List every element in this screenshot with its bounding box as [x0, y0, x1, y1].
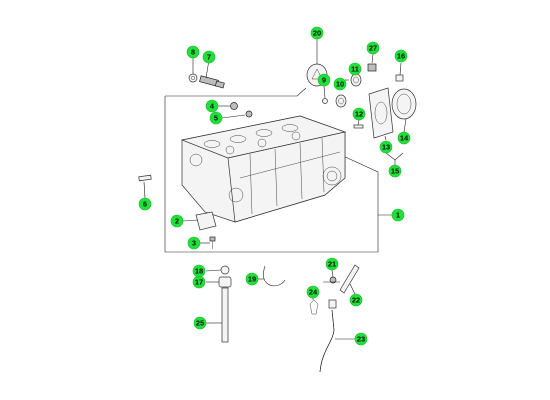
svg-text:19: 19	[248, 275, 256, 284]
callout-2[interactable]: 2	[170, 214, 184, 228]
svg-text:23: 23	[357, 335, 365, 344]
svg-text:2: 2	[175, 217, 179, 226]
callout-9[interactable]: 9	[317, 73, 331, 87]
cup-part-10	[335, 94, 347, 108]
callout-13[interactable]: 13	[379, 140, 393, 154]
svg-text:12: 12	[355, 110, 363, 119]
svg-text:16: 16	[397, 52, 405, 61]
fitting-part-5	[245, 110, 253, 118]
fitting-part-21	[323, 276, 340, 284]
svg-text:11: 11	[351, 65, 359, 74]
bolt-part-27	[367, 63, 377, 72]
callout-15[interactable]: 15	[388, 164, 402, 178]
callout-1[interactable]: 1	[391, 208, 405, 222]
callout-4[interactable]: 4	[205, 99, 219, 113]
svg-text:21: 21	[328, 260, 336, 269]
engine-block	[180, 115, 347, 223]
svg-text:15: 15	[391, 167, 399, 176]
hose-part-19	[263, 265, 286, 287]
svg-text:9: 9	[322, 76, 326, 85]
cup-part-11	[350, 73, 362, 87]
pipe-part-23	[319, 299, 337, 373]
svg-text:14: 14	[400, 134, 409, 143]
svg-text:27: 27	[369, 44, 377, 53]
bracket-part	[195, 211, 217, 231]
callout-21[interactable]: 21	[325, 257, 339, 271]
svg-text:17: 17	[195, 278, 203, 287]
callout-19[interactable]: 19	[245, 272, 259, 286]
callout-6[interactable]: 6	[138, 197, 152, 211]
sensor-part	[199, 75, 225, 89]
plug-part-9	[322, 98, 328, 104]
callout-23[interactable]: 23	[354, 332, 368, 346]
svg-text:4: 4	[210, 102, 215, 111]
plug-part-16	[395, 74, 404, 82]
dipstick-tube-part	[218, 265, 232, 343]
callout-14[interactable]: 14	[397, 131, 411, 145]
fitting-part-4	[230, 102, 238, 110]
callout-20[interactable]: 20	[310, 26, 324, 40]
callout-7[interactable]: 7	[202, 50, 216, 64]
svg-text:25: 25	[196, 319, 204, 328]
svg-text:10: 10	[336, 80, 344, 89]
svg-text:8: 8	[191, 48, 195, 57]
assembly-frame	[164, 87, 379, 253]
svg-text:13: 13	[382, 143, 390, 152]
svg-text:7: 7	[207, 53, 211, 62]
callout-27[interactable]: 27	[366, 41, 380, 55]
svg-text:6: 6	[143, 200, 147, 209]
clip-part-24	[309, 299, 319, 315]
callout-5[interactable]: 5	[209, 111, 223, 125]
callout-12[interactable]: 12	[352, 107, 366, 121]
callout-10[interactable]: 10	[333, 77, 347, 91]
svg-text:22: 22	[352, 296, 360, 305]
pipe-part-22	[339, 264, 360, 294]
bolt-part	[209, 236, 216, 249]
callout-3[interactable]: 3	[187, 236, 201, 250]
pin-part-12	[353, 124, 364, 129]
callout-18[interactable]: 18	[192, 264, 206, 278]
washer-part-8	[188, 73, 198, 83]
callout-17[interactable]: 17	[192, 275, 206, 289]
callout-25[interactable]: 25	[193, 316, 207, 330]
svg-text:1: 1	[396, 211, 400, 220]
svg-text:20: 20	[313, 29, 321, 38]
svg-text:18: 18	[195, 267, 203, 276]
callout-11[interactable]: 11	[348, 62, 362, 76]
callout-24[interactable]: 24	[306, 285, 320, 299]
dowel-pin-part	[138, 174, 152, 182]
leader-lines	[143, 39, 407, 340]
svg-text:3: 3	[192, 239, 196, 248]
svg-text:5: 5	[214, 114, 218, 123]
callout-8[interactable]: 8	[186, 45, 200, 59]
callout-16[interactable]: 16	[394, 49, 408, 63]
svg-text:24: 24	[309, 288, 318, 297]
seal-housing-part	[368, 87, 417, 139]
callout-22[interactable]: 22	[349, 293, 363, 307]
